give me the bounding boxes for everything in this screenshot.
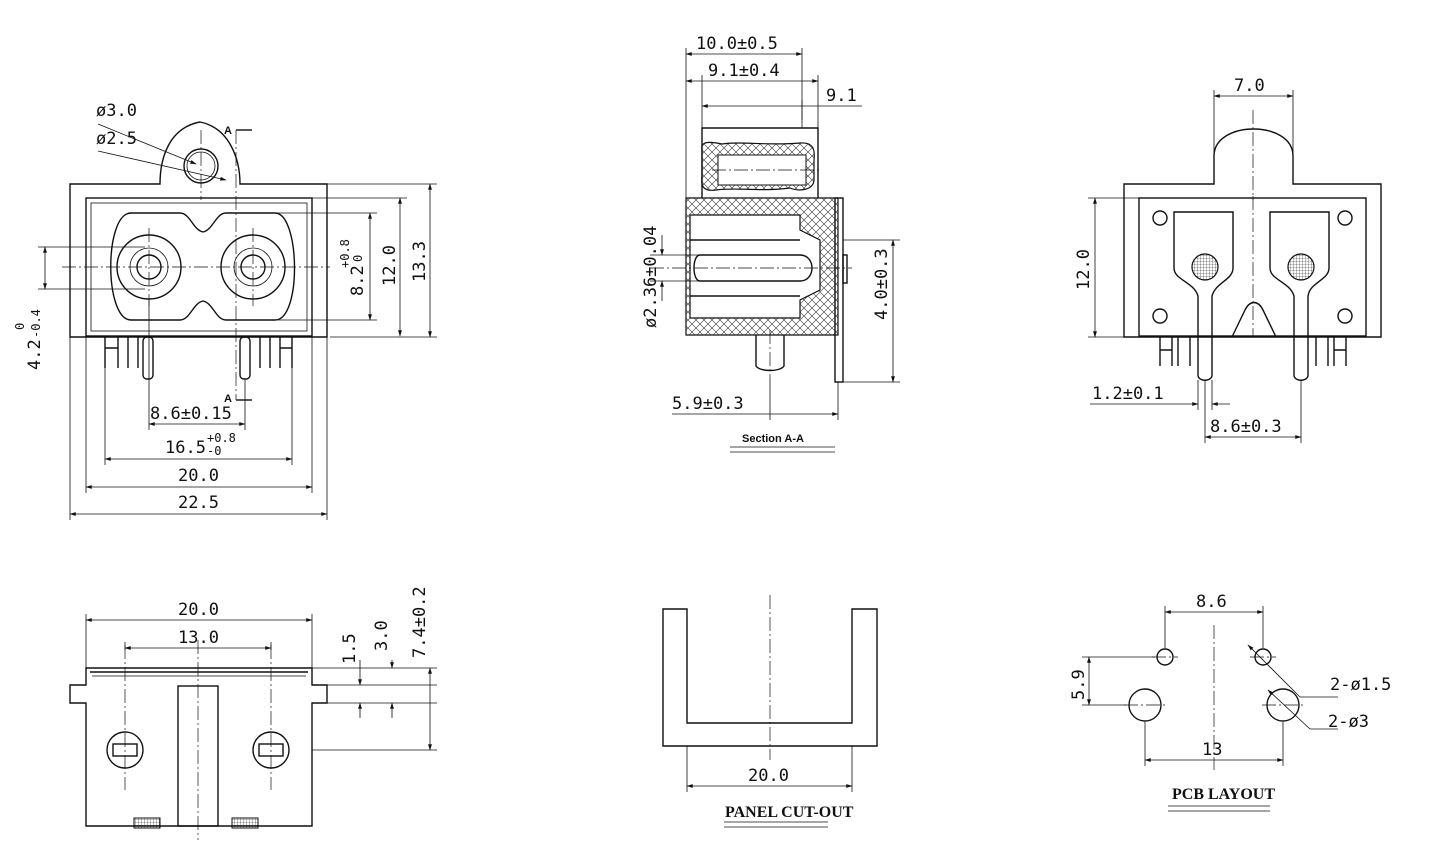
dim-13-pcb-label: 13 [1202, 740, 1222, 760]
dim-9-1-tol-label: 9.1±0.4 [708, 61, 780, 81]
section-view-dimensions [650, 48, 900, 453]
dim-10-0-label: 10.0±0.5 [696, 34, 778, 54]
rear-view-body [1123, 110, 1382, 381]
section-caption: Section A-A [742, 433, 804, 445]
dim-3-0-label: 3.0 [372, 620, 392, 651]
svg-text:0: 0 [351, 255, 365, 262]
svg-text:8.2: 8.2 [348, 265, 368, 296]
dia-2-5-label: ø2.5 [96, 129, 137, 149]
dim-8-2-label: 8.2 +0.8 0 [338, 239, 368, 296]
rear-view: 7.0 12.0 1.2±0.1 8.6±0.3 [1074, 76, 1382, 443]
dim-8-6-rear-label: 8.6±0.3 [1210, 417, 1282, 437]
small-holes-note: 2-ø1.5 [1330, 675, 1391, 695]
svg-text:+0.8: +0.8 [338, 239, 352, 268]
rear-view-dimensions [1088, 90, 1302, 443]
dim-5-9-pcb-label: 5.9 [1069, 669, 1089, 700]
dim-20-0-bottom-label: 20.0 [178, 600, 219, 620]
dim-13-3-label: 13.3 [410, 241, 430, 282]
svg-text:4.2: 4.2 [25, 339, 45, 370]
section-view: 10.0±0.5 9.1±0.4 9.1 ø2.36±0.04 4.0±0.3 … [641, 34, 900, 453]
bottom-view-body [69, 640, 328, 840]
section-view-body [650, 127, 852, 383]
dim-8-6-label: 8.6±0.15 [150, 404, 232, 424]
dim-1-5-label: 1.5 [340, 633, 360, 664]
dia-3-0-label: ø3.0 [96, 101, 137, 121]
dim-12-0-label: 12.0 [380, 245, 400, 286]
dim-22-5-label: 22.5 [178, 493, 219, 513]
svg-text:-0: -0 [207, 444, 221, 458]
dim-9-1-label: 9.1 [826, 86, 857, 106]
pcb-layout: 8.6 5.9 13 2-ø1.5 2-ø3 PCB LAYOUT [1069, 592, 1391, 812]
dim-13-0-label: 13.0 [178, 628, 219, 648]
dim-5-9-label: 5.9±0.3 [672, 394, 744, 414]
dim-12-0-rear-label: 12.0 [1074, 249, 1094, 290]
svg-text:0: 0 [13, 323, 27, 330]
dim-4-0-label: 4.0±0.3 [872, 248, 892, 320]
dim-8-6-pcb-label: 8.6 [1196, 592, 1227, 612]
dim-4-2-label: 4.2 0 -0.4 [13, 309, 45, 370]
large-holes-note: 2-ø3 [1328, 712, 1369, 732]
dim-7-0-label: 7.0 [1234, 76, 1265, 96]
dim-2-36-label: ø2.36±0.04 [641, 226, 661, 328]
dim-7-4-label: 7.4±0.2 [410, 586, 430, 658]
dim-20-0-label: 20.0 [178, 466, 219, 486]
panel-cutout: 20.0 PANEL CUT-OUT [662, 595, 878, 828]
svg-text:+0.8: +0.8 [207, 431, 236, 445]
pcb-caption: PCB LAYOUT [1172, 786, 1275, 803]
panel-caption: PANEL CUT-OUT [725, 804, 854, 821]
dim-20-0-panel-label: 20.0 [748, 766, 789, 786]
dim-1-2-label: 1.2±0.1 [1092, 384, 1164, 404]
svg-text:16.5: 16.5 [165, 438, 206, 458]
bottom-view: 20.0 13.0 1.5 3.0 7.4±0.2 [69, 586, 437, 840]
section-mark-bottom: A [224, 393, 232, 405]
dim-16-5-label: 16.5 +0.8 -0 [165, 431, 236, 458]
front-view-body [62, 121, 330, 401]
section-mark-top: A [224, 125, 232, 137]
front-view-dimensions [38, 123, 437, 520]
bottom-view-dimensions [85, 614, 437, 751]
front-view: ø3.0 ø2.5 A A 13.3 12.0 8.2 +0.8 0 4.2 0… [13, 101, 437, 520]
svg-text:-0.4: -0.4 [29, 309, 43, 338]
